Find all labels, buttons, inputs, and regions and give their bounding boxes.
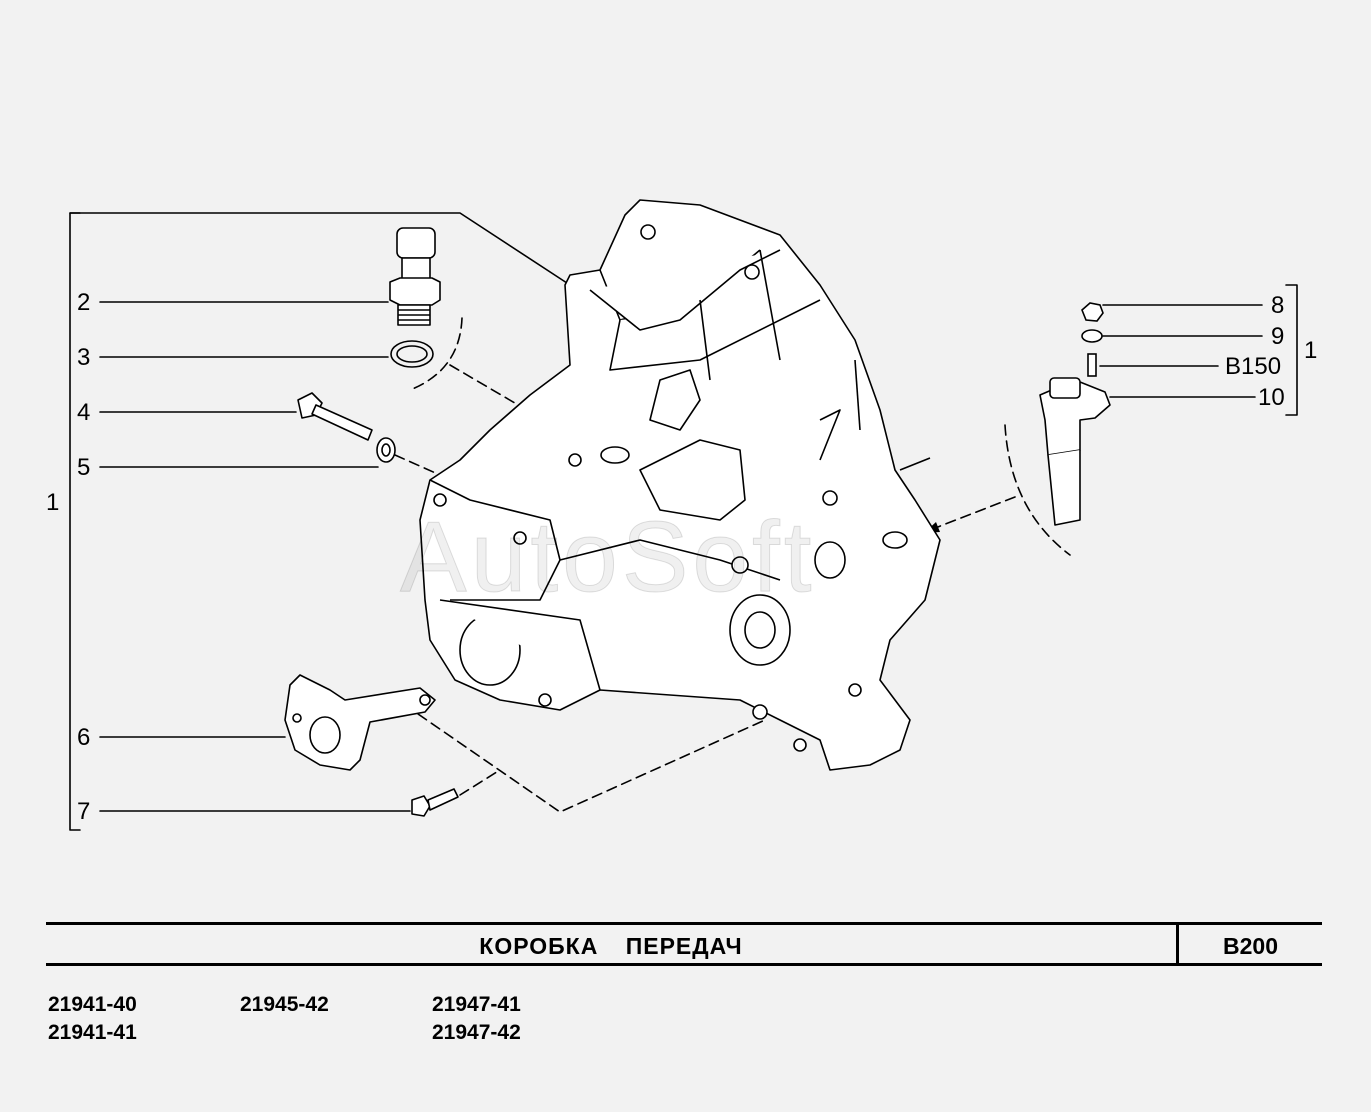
title-block: КОРОБКА ПЕРЕДАЧ B200 [46,922,1322,966]
model-number: 21941-41 [48,1021,137,1044]
part-9-washer [1081,329,1103,343]
callout-2: 2 [77,289,91,316]
dash-line-6 [404,704,766,813]
callout-5: 5 [77,454,91,481]
part-10-speed-sensor [1039,377,1111,526]
dash-arc-right [1004,424,1071,556]
callout-7: 7 [77,798,91,825]
part-7-bolt [411,788,459,817]
dash-line-7 [459,769,501,796]
page-title: КОРОБКА ПЕРЕДАЧ [479,933,743,959]
model-number: 21941-40 [48,993,137,1016]
dash-line-5 [394,454,441,476]
callout-3: 3 [77,344,91,371]
callout-9: 9 [1271,323,1285,350]
part-2-sensor [389,227,441,326]
exploded-parts-diagram [69,199,1298,831]
part-4-bolt [297,392,373,441]
part-B150-stud [1087,353,1097,377]
callout-4: 4 [77,399,91,426]
callout-8: 8 [1271,292,1285,319]
model-number: 21947-41 [432,993,521,1016]
callout-10: 10 [1258,384,1285,411]
part-8-nut [1081,302,1104,322]
watermark: AutoSoft [400,501,816,614]
callout-1-left: 1 [46,489,60,516]
part-5-washer [376,437,396,463]
dash-arc-left [409,317,463,391]
group-bracket-right [1285,284,1298,416]
part-6-bracket [284,674,436,771]
callout-1-right: 1 [1304,337,1318,364]
title-divider [1176,925,1179,963]
model-number: 21945-42 [240,993,329,1016]
leader-1-top [69,212,571,286]
part-3-seal-ring [390,340,434,368]
gearbox-housing [419,199,941,771]
dash-line-10 [929,496,1016,531]
callout-6: 6 [77,724,91,751]
model-number: 21947-42 [432,1021,521,1044]
section-code: B200 [1223,933,1278,959]
callout-B150: B150 [1225,353,1282,380]
